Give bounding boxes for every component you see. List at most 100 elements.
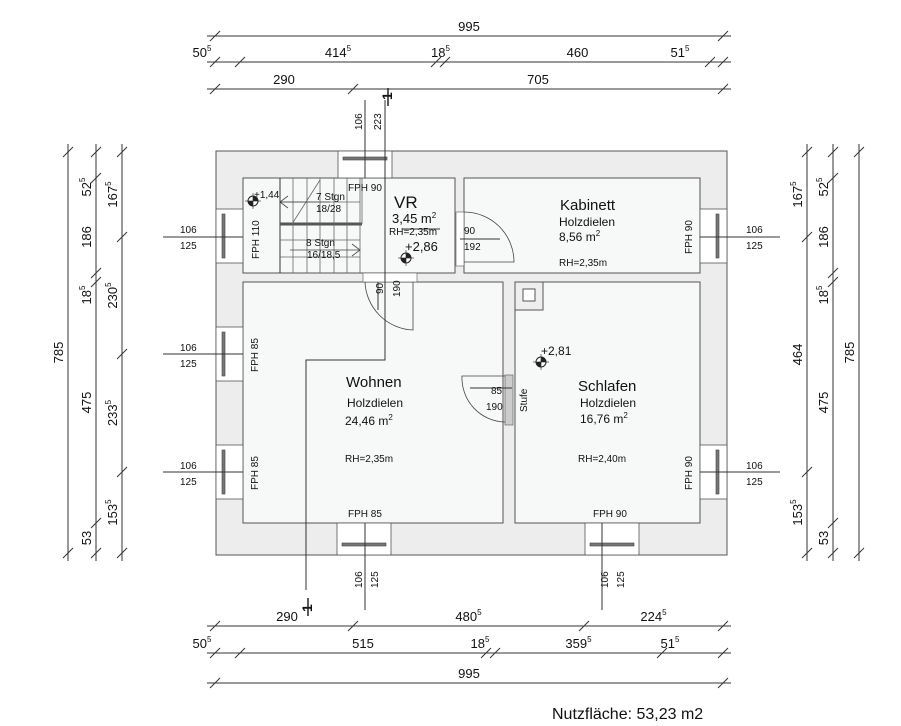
- dim-tick: [439, 56, 451, 68]
- fph-wohnen-left-bottom: FPH 85: [250, 456, 261, 490]
- dim-label: 505: [193, 635, 212, 651]
- wohnen-floor: Holzdielen: [347, 396, 403, 410]
- dim-tick: [62, 146, 74, 158]
- schlafen-name: Schlafen: [578, 378, 636, 395]
- wohnen-height: RH=2,35m: [345, 454, 393, 465]
- svg-text:106: 106: [180, 225, 197, 236]
- dim-tick: [578, 620, 590, 632]
- dim-label: 995: [458, 666, 480, 681]
- section-marker-bottom: 1: [299, 604, 315, 612]
- dim-tick: [827, 276, 839, 288]
- svg-text:125: 125: [370, 571, 381, 588]
- dim-tick: [90, 276, 102, 288]
- wohnen-name: Wohnen: [346, 374, 402, 391]
- dim-tick: [90, 172, 102, 184]
- dim-tick: [90, 547, 102, 559]
- dim-tick: [853, 547, 865, 559]
- dim-tick: [853, 146, 865, 158]
- dim-tick: [209, 647, 221, 659]
- dim-tick: [827, 172, 839, 184]
- svg-text:106: 106: [746, 461, 763, 472]
- dim-label: 53: [816, 531, 831, 545]
- dim-label: 185: [815, 285, 831, 304]
- dim-label: 515: [671, 44, 690, 60]
- dim-tick: [801, 547, 813, 559]
- wohnen-area: 24,46 m2: [345, 413, 393, 428]
- dim-label: 2305: [104, 282, 120, 309]
- dim-label: 290: [273, 72, 295, 87]
- dim-label: 4805: [455, 608, 482, 624]
- dim-tick: [234, 647, 246, 659]
- room-kabinett: [463, 177, 701, 274]
- dim-label: 4145: [325, 44, 352, 60]
- dim-tick: [827, 547, 839, 559]
- dim-label: 460: [567, 45, 589, 60]
- svg-text:125: 125: [746, 241, 763, 252]
- svg-text:125: 125: [180, 477, 197, 488]
- svg-text:125: 125: [746, 477, 763, 488]
- dim-tick: [717, 620, 729, 632]
- dim-label: 525: [78, 177, 94, 196]
- dim-label: 475: [816, 392, 831, 414]
- vr-area: 3,45 m2: [392, 211, 437, 226]
- svg-text:125: 125: [180, 241, 197, 252]
- fph-kabinett-right: FPH 90: [684, 220, 695, 254]
- door-wohnen-top-height: 190: [392, 280, 403, 297]
- dim-tick: [90, 146, 102, 158]
- staircase: [279, 178, 363, 273]
- fph-stair-left: FPH 110: [251, 220, 262, 259]
- dim-label: 705: [527, 72, 549, 87]
- schlafen-floor: Holzdielen: [580, 396, 636, 410]
- vr-level: +2,86: [405, 239, 438, 254]
- dim-label: 505: [193, 44, 212, 60]
- dim-label: 785: [51, 342, 66, 364]
- dim-tick: [717, 647, 729, 659]
- window-height-leaders: [163, 100, 780, 610]
- dim-tick: [209, 83, 221, 95]
- dim-tick: [116, 348, 128, 360]
- dim-tick: [489, 647, 501, 659]
- kabinett-area: 8,56 m2: [559, 229, 601, 244]
- door-kabinett-height: 192: [464, 242, 481, 253]
- dim-label: 525: [815, 177, 831, 196]
- dim-tick: [480, 647, 492, 659]
- kabinett-height: RH=2,35m: [559, 258, 607, 269]
- dim-label: 1675: [104, 181, 120, 208]
- dim-label: 2245: [640, 608, 667, 624]
- section-marker-top: 1: [379, 92, 395, 100]
- level-marker-schlafen: [533, 354, 549, 370]
- dim-tick: [717, 56, 729, 68]
- schlafen-height: RH=2,40m: [578, 454, 626, 465]
- dim-label: 186: [79, 226, 94, 248]
- dim-label: 2335: [104, 399, 120, 426]
- dim-tick: [827, 267, 839, 279]
- svg-text:125: 125: [616, 571, 627, 588]
- dim-tick: [116, 547, 128, 559]
- dim-tick: [209, 620, 221, 632]
- fph-vr-top: FPH 90: [348, 183, 382, 194]
- svg-text:106: 106: [354, 113, 365, 130]
- dim-label: 475: [79, 392, 94, 414]
- dim-label: 186: [816, 226, 831, 248]
- dim-tick: [234, 56, 246, 68]
- schlafen-level: +2,81: [541, 344, 572, 358]
- level-marker-stair: [245, 193, 261, 209]
- svg-text:106: 106: [600, 571, 611, 588]
- door-ws-width: 85: [491, 386, 503, 397]
- dim-tick: [704, 56, 716, 68]
- svg-text:106: 106: [180, 343, 197, 354]
- window-right-kabinett: [699, 208, 728, 264]
- dim-tick: [827, 517, 839, 529]
- room-wohnen: [242, 281, 504, 524]
- stair-upper-label: 7 Stgn: [316, 192, 345, 203]
- dim-tick: [801, 466, 813, 478]
- stair-level: +1,44: [254, 190, 280, 201]
- level-marker-vr: [398, 250, 414, 266]
- svg-text:125: 125: [180, 359, 197, 370]
- dim-label: 1535: [104, 499, 120, 526]
- dim-label: 785: [842, 342, 857, 364]
- door-ws-height: 190: [486, 402, 503, 413]
- window-labels-right: 106 125 106 125: [746, 225, 763, 488]
